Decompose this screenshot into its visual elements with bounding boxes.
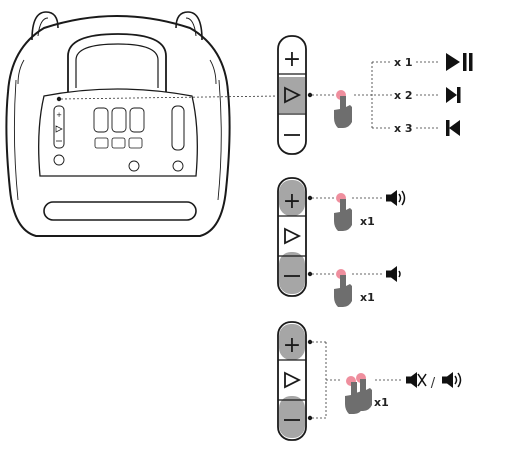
button-strip-3	[277, 321, 307, 441]
volume-down-icon	[386, 266, 401, 282]
control-panel	[38, 88, 198, 177]
tap-count-label: x 2	[394, 89, 413, 102]
svg-text:+: +	[56, 111, 62, 119]
finger-tap-icon	[334, 96, 352, 128]
volume-up-icon	[386, 190, 406, 206]
speaker-fx-button-1	[93, 107, 109, 133]
separator-slash: /	[431, 376, 436, 391]
plus-symbol: +	[283, 333, 301, 358]
panel-playback: + x 1 x 2 x 3	[60, 35, 473, 155]
tap-count-label: x1	[360, 215, 375, 228]
previous-track-icon	[446, 120, 460, 136]
bottom-slot	[43, 201, 197, 221]
button-strip-1	[277, 35, 307, 155]
panel-volume: + x1 x1	[277, 177, 406, 307]
play-pause-icon	[446, 53, 473, 71]
speaker-body	[5, 15, 231, 237]
right-handle	[175, 11, 203, 41]
mute-icon	[406, 372, 427, 388]
speaker-fx-button-2	[111, 107, 127, 133]
tap-count-label: x1	[360, 291, 375, 304]
plus-symbol: +	[283, 189, 301, 214]
minus-button-highlight	[279, 396, 305, 438]
plus-button-highlight	[279, 324, 305, 360]
plus-button-highlight	[279, 180, 305, 216]
speaker-fx-button-3	[129, 107, 145, 133]
speaker-illustration: +	[5, 11, 231, 237]
next-track-icon	[446, 87, 461, 103]
play-symbol	[284, 227, 302, 245]
minus-button-highlight	[279, 252, 305, 294]
finger-tap-icon	[334, 199, 352, 231]
top-carry-handle	[67, 33, 167, 92]
speaker-button-strip	[53, 105, 65, 149]
tap-count-label: x 1	[394, 56, 413, 69]
callout-leader	[60, 95, 279, 100]
plus-symbol: +	[283, 47, 301, 72]
play-symbol	[284, 371, 302, 389]
speaker-mode-button	[172, 160, 184, 172]
play-symbol	[284, 86, 302, 104]
button-strip-2	[277, 177, 307, 297]
speaker-light-button	[128, 160, 140, 172]
panel-mute: + x1 /	[277, 321, 462, 441]
finger-tap-icon	[334, 275, 352, 307]
speaker-bluetooth-button	[53, 154, 65, 166]
speaker-power-strip	[171, 105, 185, 151]
left-handle	[31, 11, 59, 41]
play-button-highlight	[279, 77, 305, 113]
unmute-icon	[442, 372, 462, 388]
tap-count-label: x1	[374, 396, 389, 409]
tap-count-label: x 3	[394, 122, 413, 135]
